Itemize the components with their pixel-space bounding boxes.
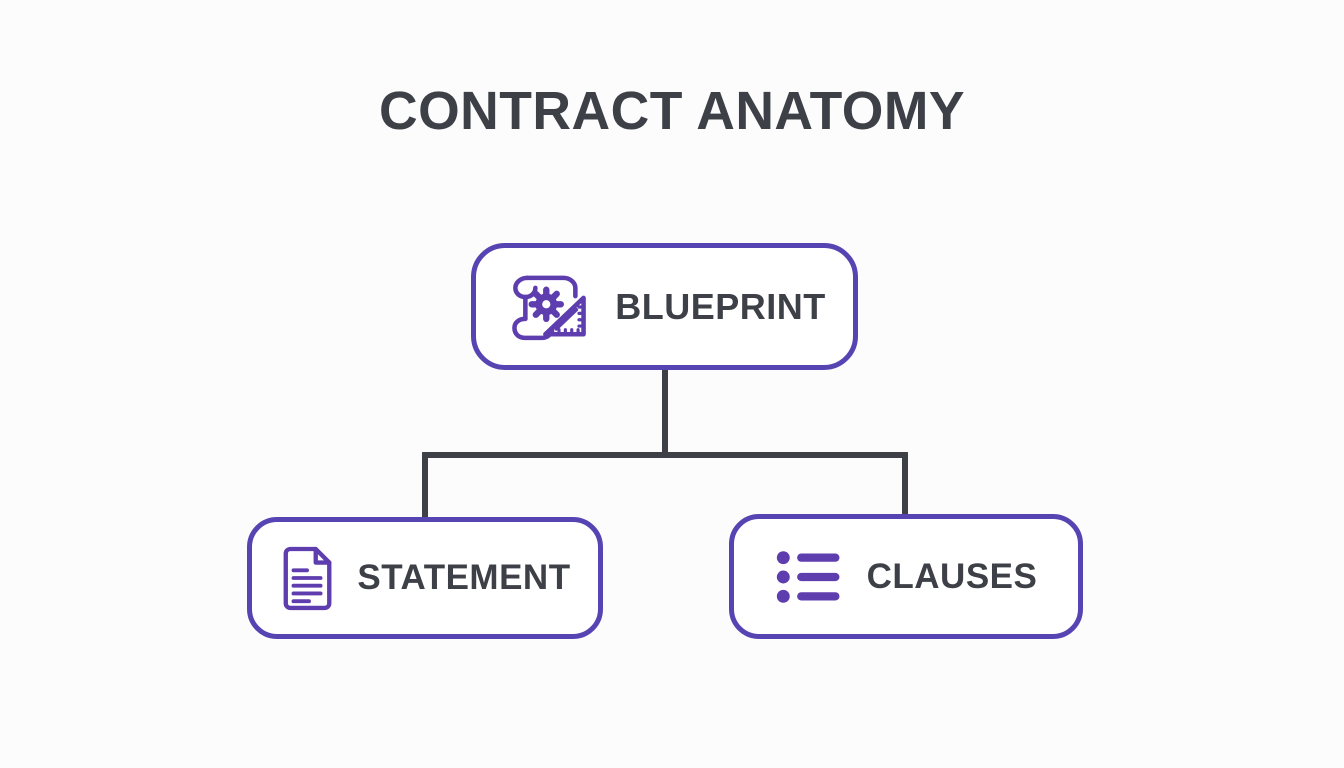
node-label-statement: STATEMENT bbox=[357, 558, 571, 597]
connector-horizontal bbox=[422, 452, 908, 458]
diagram-title: CONTRACT ANATOMY bbox=[378, 81, 966, 141]
connector-root-stem bbox=[662, 366, 668, 458]
node-statement: STATEMENT bbox=[247, 517, 603, 639]
node-label-blueprint: BLUEPRINT bbox=[615, 285, 826, 327]
document-lines-icon bbox=[279, 544, 337, 612]
connector-left-drop bbox=[422, 452, 428, 520]
bullet-list-icon bbox=[775, 548, 845, 606]
node-label-clauses: CLAUSES bbox=[866, 556, 1038, 596]
node-blueprint: BLUEPRINT bbox=[471, 243, 858, 370]
connector-right-drop bbox=[902, 452, 908, 517]
blueprint-scroll-icon bbox=[503, 267, 595, 347]
node-clauses: CLAUSES bbox=[729, 514, 1083, 639]
